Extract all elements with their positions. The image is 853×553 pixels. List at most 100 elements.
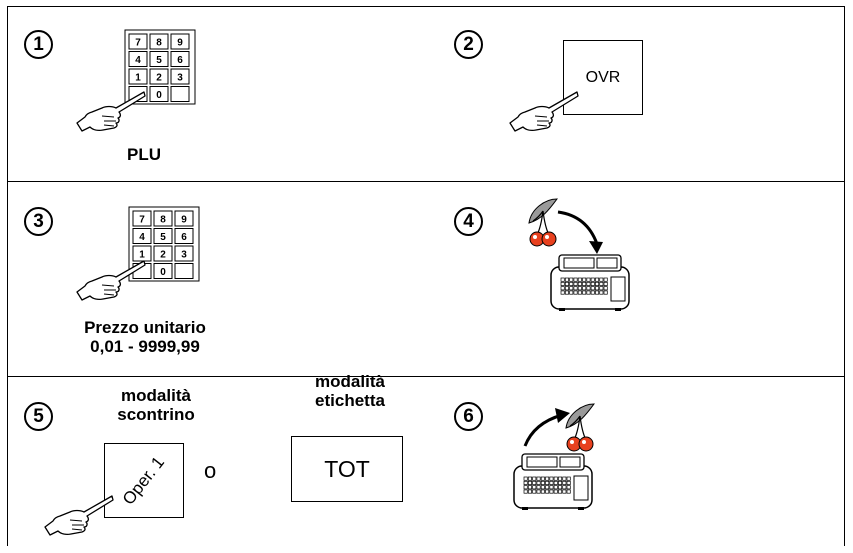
scale-display — [596, 257, 618, 269]
keypad-key — [153, 228, 173, 244]
pointing-hand-icon — [76, 91, 146, 132]
hand-finger-lines — [534, 115, 549, 127]
keypad-key — [174, 245, 194, 262]
keypad-key — [149, 51, 169, 67]
keypad-key-label: 0 — [160, 267, 166, 278]
curved-arrow-icon — [523, 408, 570, 447]
scale-key — [586, 281, 591, 286]
oper1-key-label: Oper. 1 — [118, 452, 169, 509]
scale-key — [577, 286, 582, 291]
keypad-key — [132, 228, 152, 244]
or-separator: o — [204, 458, 217, 483]
scale-key — [540, 476, 545, 481]
scale-key — [549, 480, 554, 485]
keypad-key-label: 6 — [177, 55, 183, 66]
scale-key — [577, 281, 582, 286]
keypad-key-label: 1 — [135, 73, 141, 84]
scale-key — [532, 489, 537, 494]
scale-key — [590, 290, 595, 295]
scale-key — [595, 286, 600, 291]
scale-key — [562, 485, 567, 490]
keypad-key-label: 2 — [156, 73, 162, 84]
scale-key — [603, 281, 608, 286]
cherry-highlight — [545, 235, 549, 239]
scale-key — [599, 290, 604, 295]
scale-foot — [615, 308, 621, 311]
curved-arrow-icon — [557, 210, 603, 254]
scale-key — [549, 489, 554, 494]
keypad-key — [128, 68, 148, 85]
scale-key — [523, 489, 528, 494]
hand-finger-lines — [101, 284, 116, 296]
scale-key — [569, 290, 574, 295]
scale-key — [566, 476, 571, 481]
keypad-key — [153, 210, 173, 227]
keypad-key-label: 3 — [181, 250, 187, 261]
keypad-key-label: 9 — [177, 38, 183, 49]
scale-key — [569, 277, 574, 282]
scale-key — [558, 485, 563, 490]
scale-key — [553, 485, 558, 490]
scale-key — [553, 476, 558, 481]
scale-key — [569, 281, 574, 286]
keypad-key — [170, 86, 190, 102]
scale-key — [603, 290, 608, 295]
scale-key — [549, 485, 554, 490]
scale-key — [545, 476, 550, 481]
keypad-key-label: 4 — [139, 232, 145, 243]
unit-price-caption: Prezzo unitario 0,01 - 9999,99 — [50, 318, 240, 356]
keypad-key — [149, 33, 169, 50]
scale-key — [590, 281, 595, 286]
scale-key — [560, 290, 565, 295]
cherries-icon — [565, 403, 596, 452]
scale-key — [532, 480, 537, 485]
scale-key — [523, 480, 528, 485]
scale-key — [545, 480, 550, 485]
keypad-key-label: 5 — [156, 55, 162, 66]
scale-key — [532, 485, 537, 490]
scale-key — [545, 489, 550, 494]
cherry — [541, 231, 557, 247]
scale-key — [590, 277, 595, 282]
keypad-key — [170, 33, 190, 50]
scale-key — [586, 290, 591, 295]
label-mode-label: modalità — [315, 372, 385, 391]
step-number-5: 5 — [24, 402, 53, 431]
pointing-hand-icon — [509, 91, 579, 132]
scale-key — [577, 277, 582, 282]
label-mode-caption: modalità etichetta — [280, 372, 420, 410]
keypad-key-label: 8 — [160, 215, 166, 226]
keypad-key-label: 9 — [181, 215, 187, 226]
step-number-3: 3 — [24, 207, 53, 236]
scale-key — [564, 277, 569, 282]
cherry-highlight — [582, 440, 586, 444]
scale-key — [523, 476, 528, 481]
scale-key — [586, 277, 591, 282]
cherry-highlight — [570, 440, 574, 444]
scale-key — [540, 485, 545, 490]
keypad-key — [174, 228, 194, 244]
keypad-key-label: 8 — [156, 38, 162, 49]
scale-key — [569, 286, 574, 291]
receipt-mode-value: scontrino — [117, 405, 195, 424]
scale-key — [599, 277, 604, 282]
keypad-key — [170, 68, 190, 85]
keypad-key-label: 5 — [160, 232, 166, 243]
scale-key — [536, 489, 541, 494]
scale-key — [564, 290, 569, 295]
scale-key — [590, 286, 595, 291]
cherry — [578, 436, 594, 452]
cherry-highlight — [533, 235, 537, 239]
scale-key — [573, 290, 578, 295]
scale-key — [603, 286, 608, 291]
keypad-key — [128, 33, 148, 50]
scale-platter — [610, 276, 626, 302]
scale-key — [582, 277, 587, 282]
scale-key — [566, 489, 571, 494]
scale-key — [558, 476, 563, 481]
unit-price-label: Prezzo unitario — [84, 318, 206, 337]
scale-platter — [573, 475, 589, 501]
keypad-key — [174, 210, 194, 227]
